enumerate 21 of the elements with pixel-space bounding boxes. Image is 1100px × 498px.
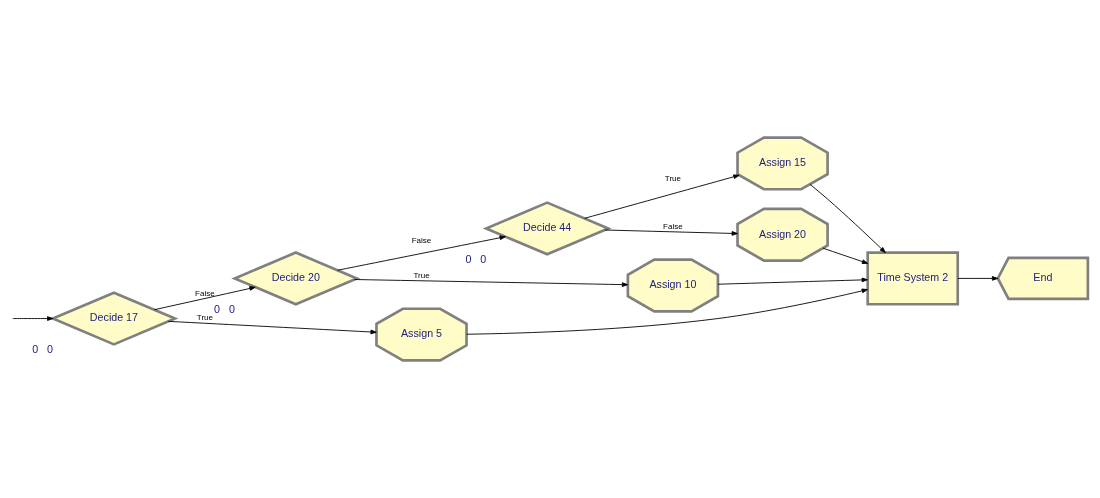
- node-diamond: Decide 44: [482, 201, 612, 256]
- arrow: [809, 183, 886, 253]
- arrow: [153, 286, 256, 311]
- edge-label: True: [196, 312, 213, 322]
- edge-label: False: [411, 235, 432, 245]
- arrow: [337, 235, 506, 271]
- arrow: [957, 276, 999, 281]
- arrow: [717, 277, 868, 285]
- edge-label: False: [195, 288, 215, 298]
- arrow: [168, 320, 377, 335]
- node-diamond: Decide 20: [231, 251, 361, 306]
- edge-label: False: [663, 221, 683, 231]
- edge-label: True: [413, 270, 430, 280]
- arrow: [354, 279, 629, 287]
- edge-label: True: [664, 173, 681, 183]
- arrow: [466, 288, 868, 335]
- arrow: [604, 229, 738, 236]
- arrow: [822, 247, 869, 264]
- node-box: Time System 2: [866, 251, 960, 306]
- arrow: [12, 316, 54, 321]
- arrow: [584, 174, 740, 219]
